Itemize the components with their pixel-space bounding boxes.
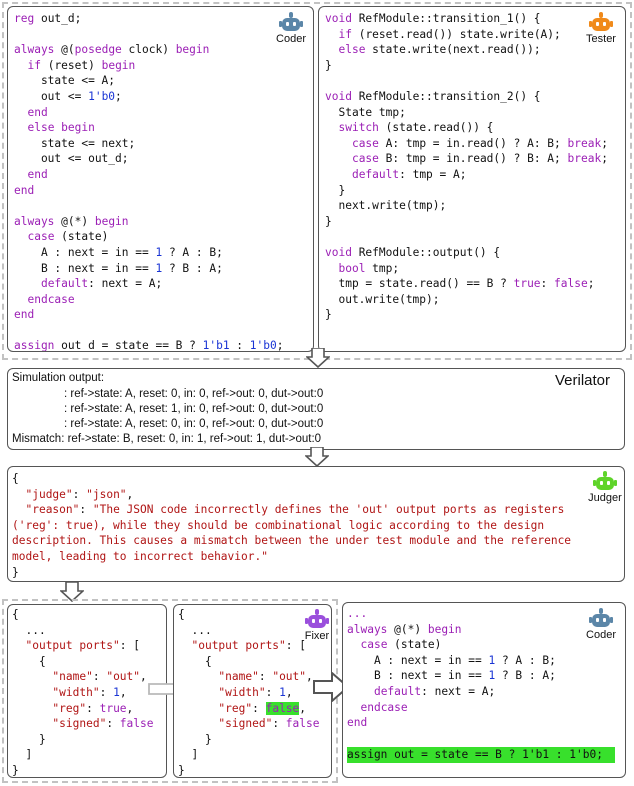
coder-robot-icon: Coder (586, 608, 616, 641)
simulation-line: : ref->state: A, reset: 1, in: 0, ref->o… (64, 403, 324, 415)
down-arrow-icon (60, 582, 84, 602)
final-code-box: ... always @(*) begin case (state) A : n… (342, 602, 626, 778)
verilator-box: Verilator Simulation output: : ref->stat… (7, 368, 625, 450)
after-fix-json: { ... "output ports": [ { "name": "out",… (178, 608, 320, 777)
coder-label: Coder (276, 33, 306, 45)
judger-label: Judger (588, 492, 622, 504)
fixer-robot-icon: Fixer (305, 609, 329, 642)
fixer-label: Fixer (304, 630, 330, 642)
fixed-reg-value: false (265, 701, 300, 715)
coder-label: Coder (586, 629, 616, 641)
judger-robot-icon: Judger (588, 471, 622, 504)
right-arrow-icon (313, 672, 349, 702)
fixed-assign-line: assign out = state == B ? 1'b1 : 1'b0; (347, 747, 615, 763)
coder-robot-icon: Coder (276, 12, 306, 45)
before-fix-json: { ... "output ports": [ { "name": "out",… (12, 608, 154, 777)
simulation-line: : ref->state: A, reset: 0, in: 0, ref->o… (64, 388, 324, 400)
judger-json: { "judge": "json", "reason": "The JSON c… (12, 472, 572, 579)
tester-robot-icon: Tester (586, 12, 616, 45)
judger-box: { "judge": "json", "reason": "The JSON c… (7, 466, 625, 582)
simulation-line: : ref->state: A, reset: 0, in: 0, ref->o… (64, 418, 324, 430)
down-arrow-icon (305, 447, 329, 467)
tester-code-box: void RefModule::transition_1() { if (res… (318, 6, 626, 352)
simulation-output-header: Simulation output: (12, 372, 105, 384)
verilator-title: Verilator (554, 372, 610, 389)
after-fix-box: { ... "output ports": [ { "name": "out",… (173, 604, 332, 778)
tester-reference-code: void RefModule::transition_1() { if (res… (325, 12, 608, 322)
coder-code-box: reg out_d; always @(posedge clock) begin… (7, 6, 314, 352)
final-verilog-code: ... always @(*) begin case (state) A : n… (347, 607, 556, 730)
down-arrow-icon (306, 348, 330, 368)
tester-label: Tester (586, 33, 616, 45)
coder-verilog-code: reg out_d; always @(posedge clock) begin… (14, 12, 284, 352)
before-fix-box: { ... "output ports": [ { "name": "out",… (7, 604, 167, 778)
mismatch-line: Mismatch: ref->state: B, reset: 0, in: 1… (12, 433, 322, 445)
